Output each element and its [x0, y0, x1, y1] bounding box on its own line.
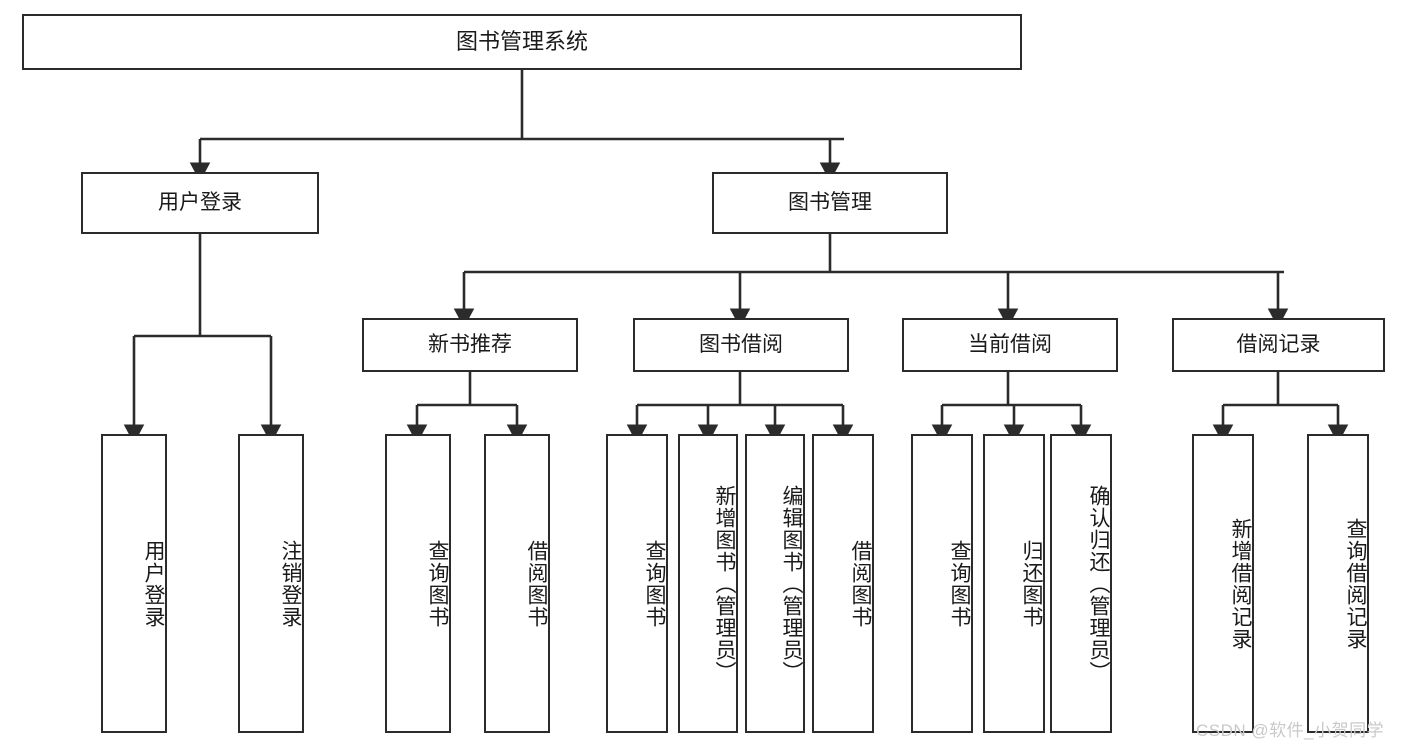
- node-leaf-borrow-book-rec[interactable]: 借阅图书: [484, 434, 550, 733]
- node-root-label: 图书管理系统: [455, 29, 588, 55]
- node-leaf-add-book-admin-label: 新增图书（管理员）: [713, 484, 736, 683]
- node-borrow-record[interactable]: 借阅记录: [1172, 318, 1385, 372]
- node-book-manage-label: 图书管理: [788, 190, 872, 214]
- node-leaf-query-book-bor-label: 查询图书: [643, 539, 666, 628]
- node-book-borrow[interactable]: 图书借阅: [633, 318, 849, 372]
- node-book-manage[interactable]: 图书管理: [712, 172, 948, 234]
- node-leaf-borrow-book-bor-label: 借阅图书: [849, 539, 872, 628]
- node-leaf-query-record-label: 查询借阅记录: [1344, 517, 1367, 650]
- node-leaf-borrow-book-rec-label: 借阅图书: [525, 539, 548, 628]
- node-leaf-add-book-admin[interactable]: 新增图书（管理员）: [678, 434, 738, 733]
- node-leaf-confirm-return-admin-label: 确认归还（管理员）: [1087, 484, 1110, 683]
- node-current-borrow[interactable]: 当前借阅: [902, 318, 1118, 372]
- node-leaf-return-book-label: 归还图书: [1020, 539, 1043, 628]
- node-leaf-query-record[interactable]: 查询借阅记录: [1307, 434, 1369, 733]
- node-leaf-return-book[interactable]: 归还图书: [983, 434, 1045, 733]
- node-root[interactable]: 图书管理系统: [22, 14, 1022, 70]
- node-leaf-query-book-bor[interactable]: 查询图书: [606, 434, 668, 733]
- node-new-book-recommend[interactable]: 新书推荐: [362, 318, 578, 372]
- node-user-login[interactable]: 用户登录: [81, 172, 319, 234]
- node-leaf-user-login[interactable]: 用户登录: [101, 434, 167, 733]
- node-leaf-query-book-cur-label: 查询图书: [948, 539, 971, 628]
- node-leaf-confirm-return-admin[interactable]: 确认归还（管理员）: [1050, 434, 1112, 733]
- node-borrow-record-label: 借阅记录: [1236, 332, 1321, 356]
- node-leaf-logout[interactable]: 注销登录: [238, 434, 304, 733]
- node-leaf-add-record-label: 新增借阅记录: [1229, 517, 1252, 650]
- node-leaf-borrow-book-bor[interactable]: 借阅图书: [812, 434, 874, 733]
- node-leaf-query-book-rec[interactable]: 查询图书: [385, 434, 451, 733]
- node-leaf-query-book-cur[interactable]: 查询图书: [911, 434, 973, 733]
- node-leaf-edit-book-admin[interactable]: 编辑图书（管理员）: [745, 434, 805, 733]
- node-new-book-recommend-label: 新书推荐: [428, 332, 512, 356]
- node-leaf-user-login-label: 用户登录: [142, 539, 165, 628]
- node-user-login-label: 用户登录: [158, 190, 242, 214]
- node-leaf-logout-label: 注销登录: [279, 539, 302, 628]
- node-book-borrow-label: 图书借阅: [699, 332, 783, 356]
- node-leaf-query-book-rec-label: 查询图书: [426, 539, 449, 628]
- node-leaf-add-record[interactable]: 新增借阅记录: [1192, 434, 1254, 733]
- node-leaf-edit-book-admin-label: 编辑图书（管理员）: [780, 484, 803, 683]
- node-current-borrow-label: 当前借阅: [968, 332, 1052, 356]
- csdn-watermark: CSDN @软件_小贺同学: [1196, 721, 1385, 740]
